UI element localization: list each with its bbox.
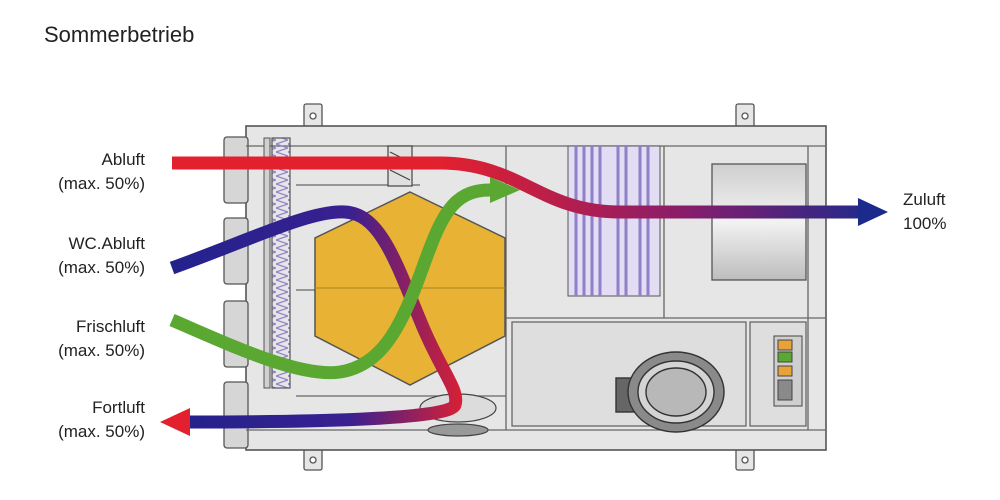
label-abluft-value: (max. 50%) <box>58 174 145 193</box>
airflow-wc-abluft <box>169 205 463 429</box>
label-fortluft-value: (max. 50%) <box>58 422 145 441</box>
label-wc-abluft: WC.Abluft (max. 50%) <box>0 232 145 280</box>
label-zuluft-name: Zuluft <box>903 190 946 209</box>
label-abluft: Abluft (max. 50%) <box>0 148 145 196</box>
label-zuluft: Zuluft 100% <box>903 188 946 236</box>
post-heater-coil <box>567 145 661 297</box>
label-frischluft-name: Frischluft <box>76 317 145 336</box>
label-frischluft: Frischluft (max. 50%) <box>0 315 145 363</box>
supply-fan <box>711 163 807 281</box>
duct-abluft <box>223 136 249 204</box>
airflow-abluft-zuluft <box>172 156 862 219</box>
label-frischluft-value: (max. 50%) <box>58 341 145 360</box>
arrow-head-fortluft <box>160 408 190 436</box>
label-wc-abluft-value: (max. 50%) <box>58 258 145 277</box>
duct-fortluft <box>223 381 249 449</box>
label-fortluft: Fortluft (max. 50%) <box>0 396 145 444</box>
label-abluft-name: Abluft <box>101 150 145 169</box>
duct-connectors <box>223 136 249 449</box>
airflow-frischluft <box>169 183 491 380</box>
filter-left <box>271 137 291 389</box>
label-fortluft-name: Fortluft <box>92 398 145 417</box>
label-zuluft-value: 100% <box>903 214 947 233</box>
label-wc-abluft-name: WC.Abluft <box>68 234 145 253</box>
page-title: Sommerbetrieb <box>44 22 195 47</box>
mounting-tabs <box>303 103 755 471</box>
motor-unit <box>615 351 725 433</box>
arrow-head-frischluft <box>490 177 520 203</box>
arrow-head-zuluft <box>858 198 888 226</box>
control-board <box>773 335 803 407</box>
